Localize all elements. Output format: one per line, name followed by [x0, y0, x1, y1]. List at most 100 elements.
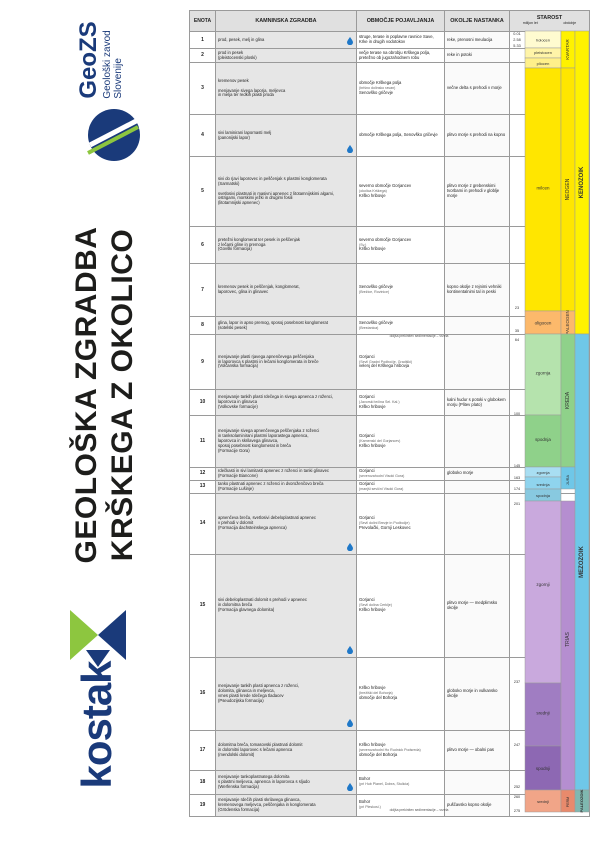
environment-cell	[444, 316, 510, 335]
area-sub: (Brežice, Rovinice)	[359, 290, 390, 294]
area-sub: (okolica Krškega)	[359, 189, 387, 194]
unit-number: 10	[189, 389, 216, 416]
area-cell: Gorjanci(Kamenski del Gorjancev)Krško hr…	[356, 415, 445, 468]
environment-cell: globoko morje in vulkansko okolje	[444, 656, 510, 731]
unit-number: 8	[189, 316, 216, 335]
rock-text: sivi do rjavi laporovec in peščenjak s p…	[218, 175, 334, 206]
epoch-kreda-zgornja	[524, 333, 562, 416]
label-trias-spodnji: spodnji	[536, 766, 550, 771]
rock-description: menjavanje tankih plasti apnenca z rožen…	[215, 656, 357, 731]
unit-number: 1	[189, 31, 216, 49]
header-zgradba: KAMNINSKA ZGRADBA	[215, 10, 357, 32]
environment-text: reke, prenosni meulacija	[447, 36, 493, 42]
age-tick-label: 145	[514, 464, 520, 468]
area-sub: (pri Pleskosi.)	[359, 805, 381, 810]
environment-text: večne delta s prehodi v morje	[447, 85, 502, 91]
age-tick-label: 252	[514, 785, 520, 789]
unit-number: 4	[189, 114, 216, 157]
rock-description: sivi laminirani lapornasti melj (panonij…	[215, 114, 357, 157]
rock-description: kremenov pesek in peščenjak, konglomerat…	[215, 263, 357, 317]
area-secondary: velenj del Krškega hribovja	[359, 363, 410, 369]
label-holocen: holocen	[536, 38, 550, 43]
area-main: večje terase na obrobju Krškega polja, p…	[359, 49, 431, 60]
environment-cell: kalni hudur s potoki v globokem morju (P…	[444, 389, 510, 416]
label-perm-srednji: srednji	[537, 799, 549, 804]
label-jura-spodnja: spodnja	[536, 493, 551, 498]
unit-number: 14	[189, 492, 216, 555]
environment-cell	[444, 479, 510, 494]
rock-description: rdečkasti in sivi lamitasti apnenec z ro…	[215, 467, 357, 481]
gap-note-paleogen-kreda: doljša prekinitev sedimentacije – vrzela	[390, 334, 449, 338]
environment-cell: globoko morje	[444, 467, 510, 481]
rock-text: menjavanje rdečih plasti skrilavega glin…	[218, 796, 316, 812]
rock-text: kremenov pesek in peščenjak, konglomerat…	[218, 284, 300, 294]
environment-text: puščavsko kopno okolje	[447, 801, 492, 807]
area-secondary: območje del Bohorja	[359, 751, 398, 757]
environment-cell: reke, prenosni meulacija	[444, 31, 510, 49]
area-main: Bohor	[359, 799, 371, 805]
area-secondary: Krško hribovje	[359, 607, 386, 613]
environment-cell: plitvo morje z grebenskimi tvorbami in p…	[444, 156, 510, 227]
area-cell: Senovško gričevje(Brestanica)	[356, 316, 445, 335]
label-trias: TRIAS	[565, 631, 571, 646]
area-secondary: Krško hribovje	[359, 246, 386, 252]
environment-text: plitvo morje s prehodi na kopno	[447, 132, 506, 138]
environment-text: kopno okolje z rejnimi vehniki kontinent…	[447, 284, 502, 294]
area-sub: (brežiški del Bohorja)	[359, 691, 393, 696]
label-kreda-spodnja: spodnja	[535, 437, 551, 442]
rock-text: pretežni konglomerat ter pesek in peščen…	[218, 236, 300, 252]
rock-text: kremenov pesek menjavanje sivega laporja…	[218, 77, 286, 98]
geozs-logo-icon	[87, 109, 142, 161]
rock-text: rdečkasti in sivi lamitasti apnenec z ro…	[218, 468, 330, 478]
rock-text: dolomitna breča, tomasovski plastnati do…	[218, 741, 303, 757]
rock-text: sivi debeloplastnati dolomit s prehodi v…	[218, 597, 307, 613]
environment-cell: kopno okolje z rejnimi vehniki kontinent…	[444, 263, 510, 317]
epoch-trias-spodnji	[524, 745, 562, 791]
rock-description: apnenčeva breča, svetlosivi debeloplastn…	[215, 492, 357, 555]
rock-text: apnenčeva breča, svetlosivi debeloplastn…	[218, 515, 317, 531]
environment-cell: plitvo morje — medplimsko okolje	[444, 553, 510, 658]
area-main: struge, terase in poplavne ravnice Save,…	[359, 34, 434, 44]
area-cell: območje Krškega polja, Senovško gričevje	[356, 114, 445, 157]
area-secondary: Senovško gričevje	[359, 89, 393, 95]
label-jura-zgornja: zgornja	[536, 470, 550, 475]
label-kreda: KREDA	[565, 391, 571, 409]
environment-cell	[444, 769, 510, 795]
water-drop-icon	[347, 145, 353, 153]
area-main: Gorjanci	[359, 468, 375, 473]
area-cell: območje Krškega polja(brišno dolinsko ra…	[356, 62, 445, 115]
label-kvartar: KVARTAR	[565, 39, 570, 60]
rock-text: glina, lapor in apno premog, sposoj pose…	[218, 319, 328, 330]
area-sub: (manjši sevični Visoki Gora)	[359, 486, 404, 491]
area-main: Gorjanci	[359, 597, 375, 603]
rock-description: menjavanje tankih plasti rdečega in sive…	[215, 389, 357, 416]
age-tick-label: 247	[514, 743, 520, 747]
area-main: Gorjanci	[359, 515, 375, 521]
area-cell: Gorjanci(Sevil dolina Cerklje)Krško hrib…	[356, 553, 445, 658]
rock-text: tanko plastnati apnenec z roženci in dvo…	[218, 480, 324, 491]
area-cell: Senovško gričevje(Brežice, Rovinice)	[356, 263, 445, 317]
epoch-miocen	[524, 67, 562, 312]
unit-number: 19	[189, 793, 216, 817]
environment-cell	[444, 415, 510, 468]
rock-description: menjavanje rdečih plasti skrilavega glin…	[215, 793, 357, 817]
water-drop-icon	[347, 782, 353, 791]
environment-text: plitvo morje — obalni pas	[447, 746, 495, 752]
age-tick-label: 0.01	[513, 32, 520, 36]
gap-note-perm: doljša prekinitev sedimentacije – vrzela	[390, 808, 449, 812]
age-tick-label: 64	[515, 338, 519, 342]
environment-cell: reke in potoki	[444, 48, 510, 63]
area-main: Gorjanci	[359, 394, 375, 400]
rock-text: menjavanje tankih plasti apnenca z rožen…	[218, 682, 300, 703]
header-obmocje: OBMOČJE POJAVLJANJA	[356, 10, 445, 32]
environment-text: kalni hudur s potoki v globokem morju (P…	[447, 396, 506, 407]
area-main: območje Krškega polja, Senovško gričevje	[359, 132, 438, 138]
unit-number: 7	[189, 263, 216, 317]
geozs-wordmark: GeoZS Geološki zavod Slovenije	[75, 21, 124, 98]
area-secondary: Prevolački, Gornji Leskovec	[359, 525, 411, 531]
water-drop-icon	[347, 542, 353, 551]
label-oligocen: oligocen	[535, 321, 552, 326]
kostak-wordmark: kostak	[73, 661, 120, 789]
